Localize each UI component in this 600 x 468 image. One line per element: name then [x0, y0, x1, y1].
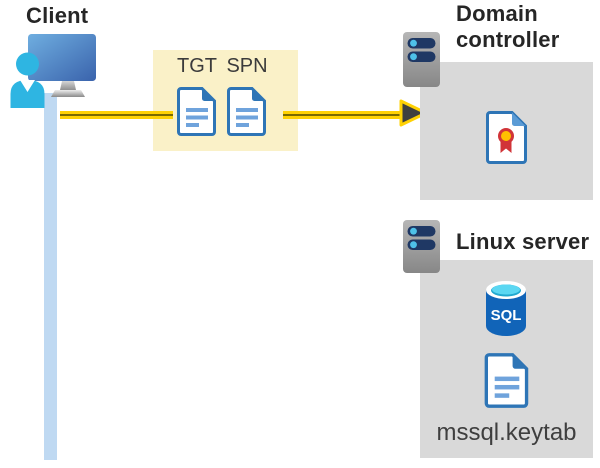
- spn-document-icon: [227, 87, 266, 136]
- person-icon: [10, 52, 45, 108]
- certificate-icon: [486, 111, 527, 164]
- client-connection-line: [44, 93, 57, 460]
- auth-arrow-head-icon: [399, 99, 428, 127]
- sql-database-icon: SQL: [486, 281, 526, 336]
- client-label: Client: [26, 3, 89, 28]
- linux-server-icon: [403, 220, 440, 273]
- domain-controller-server-icon: [403, 32, 440, 87]
- auth-arrow-right-segment: [283, 111, 401, 119]
- tgt-document-icon: [177, 87, 216, 136]
- linux-server-label: Linux server: [456, 229, 590, 254]
- client-workstation-icon: [10, 34, 96, 108]
- monitor-icon: [28, 34, 96, 81]
- tgt-label: TGT: [177, 55, 217, 77]
- monitor-stand-icon: [51, 81, 85, 97]
- keytab-filename-label: mssql.keytab: [436, 419, 577, 446]
- keytab-document-icon: [484, 353, 529, 408]
- auth-arrow-left-segment: [60, 111, 173, 119]
- sql-icon-label: SQL: [491, 307, 522, 324]
- spn-label: SPN: [226, 55, 268, 77]
- domain-controller-label: Domain controller: [456, 1, 560, 52]
